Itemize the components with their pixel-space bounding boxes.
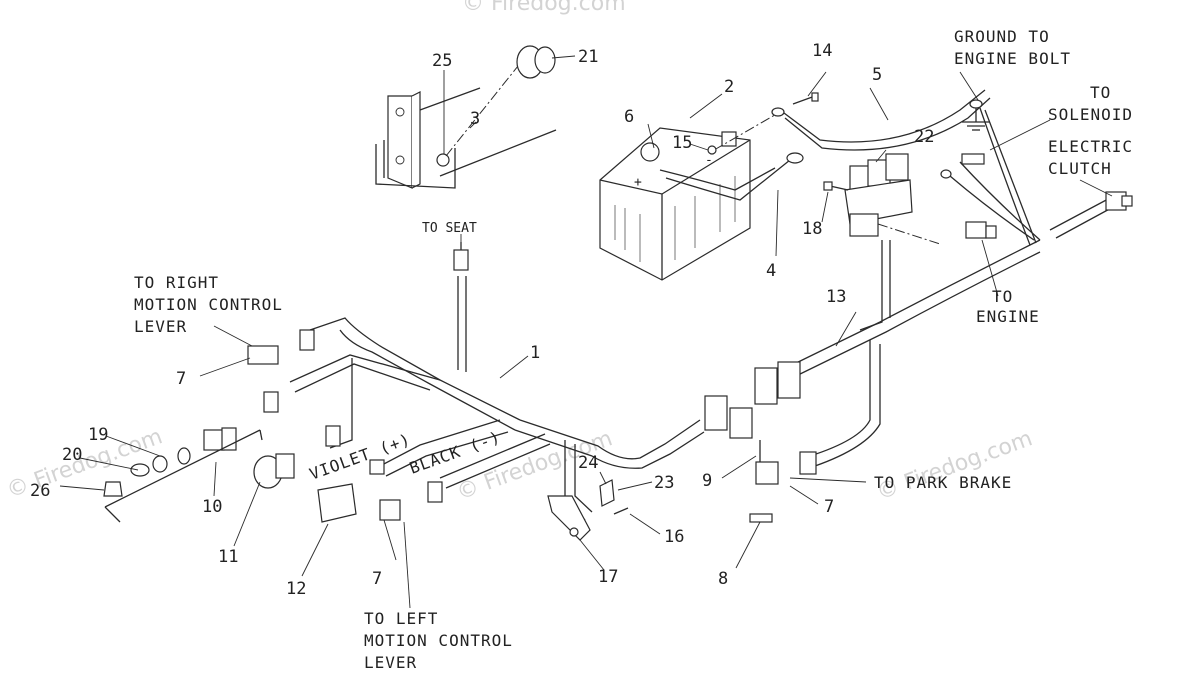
callout-7-right: 7 xyxy=(176,369,186,389)
callout-10: 10 xyxy=(202,497,222,517)
callout-6: 6 xyxy=(624,107,634,127)
relay-block xyxy=(823,153,941,245)
svg-text:-: - xyxy=(705,153,713,168)
callout-15: 15 xyxy=(672,133,692,153)
callout-2: 2 xyxy=(724,77,734,97)
label-right-line2: MOTION CONTROL xyxy=(134,295,283,314)
ground-ring xyxy=(969,99,983,109)
label-engine-line1: TO xyxy=(992,287,1013,306)
callout-25: 25 xyxy=(432,51,452,71)
callout-4: 4 xyxy=(766,261,776,281)
label-clutch-line2: CLUTCH xyxy=(1048,159,1112,178)
callout-19: 19 xyxy=(88,425,108,445)
callout-11: 11 xyxy=(218,547,238,567)
battery-cable-4-edge xyxy=(665,159,791,201)
leader-lines xyxy=(59,55,1113,609)
callout-8: 8 xyxy=(718,569,728,589)
label-left-line1: TO LEFT xyxy=(364,609,438,628)
ground-cable-5-edge xyxy=(784,97,991,151)
main-harness xyxy=(263,239,1041,521)
callout-16: 16 xyxy=(664,527,684,547)
label-left-line2: MOTION CONTROL xyxy=(364,631,513,650)
cable-4-terminal xyxy=(786,152,804,164)
watermark-right: © Firedog.com xyxy=(874,426,1036,505)
callout-5: 5 xyxy=(872,65,882,85)
bolt-14 xyxy=(792,95,816,105)
callout-7-park: 7 xyxy=(824,497,834,517)
callout-17: 17 xyxy=(598,567,618,587)
label-to-seat: TO SEAT xyxy=(422,221,477,236)
label-right-line3: LEVER xyxy=(134,317,187,336)
label-ground-line1: GROUND TO xyxy=(954,27,1050,46)
callout-18: 18 xyxy=(802,219,822,239)
ground-cable-5 xyxy=(779,89,986,143)
callout-12: 12 xyxy=(286,579,306,599)
cable-5-terminal xyxy=(771,107,785,117)
callout-14: 14 xyxy=(812,41,832,61)
callout-7-left: 7 xyxy=(372,569,382,589)
label-solenoid-line2: SOLENOID xyxy=(1048,105,1133,124)
svg-text:+: + xyxy=(634,175,642,190)
label-park-brake: TO PARK BRAKE xyxy=(874,473,1012,492)
callout-13: 13 xyxy=(826,287,846,307)
callout-21: 21 xyxy=(578,47,598,67)
callout-22: 22 xyxy=(914,127,934,147)
solenoid-clutch-leads xyxy=(940,107,1133,246)
label-clutch-line1: ELECTRIC xyxy=(1048,137,1133,156)
label-solenoid-line1: TO xyxy=(1090,83,1111,102)
switch-parts xyxy=(103,345,779,541)
callout-20: 20 xyxy=(62,445,82,465)
seat-switch-bracket xyxy=(375,45,557,189)
label-engine-line2: ENGINE xyxy=(976,307,1040,326)
watermark-top: © Firedog.com xyxy=(462,0,626,16)
label-right-line1: TO RIGHT xyxy=(134,273,219,292)
bolt-15 xyxy=(707,145,717,155)
bolt-14-head xyxy=(811,92,819,102)
label-ground-line2: ENGINE BOLT xyxy=(954,49,1071,68)
callout-3: 3 xyxy=(470,109,480,129)
bolt-15-axis xyxy=(713,111,781,151)
callout-1: 1 xyxy=(530,343,540,363)
callout-24: 24 xyxy=(578,453,598,473)
callout-23: 23 xyxy=(654,473,674,493)
label-left-line3: LEVER xyxy=(364,653,417,672)
callout-26: 26 xyxy=(30,481,50,501)
battery-cable-4 xyxy=(659,167,776,191)
callout-9: 9 xyxy=(702,471,712,491)
